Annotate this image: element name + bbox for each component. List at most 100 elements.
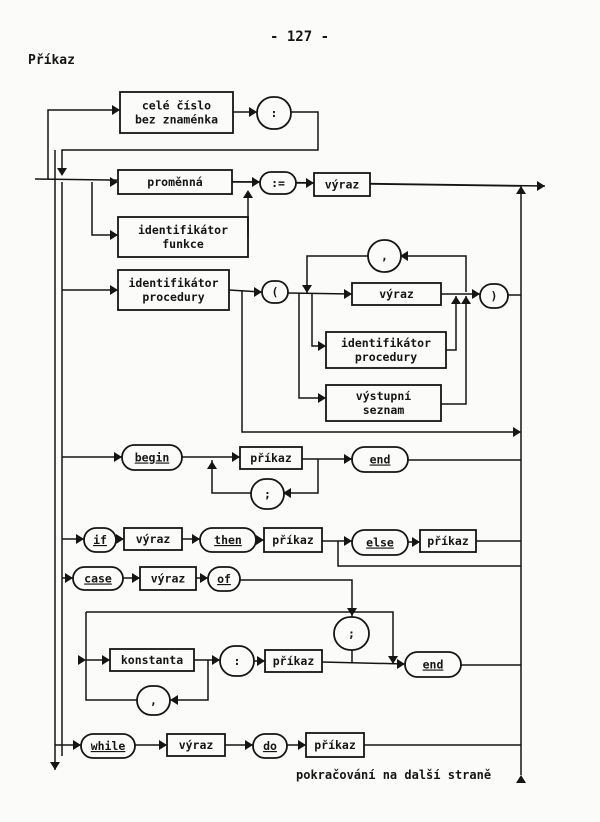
arrow-40 <box>461 296 471 304</box>
begin-end-keyword-node: end <box>351 446 409 473</box>
constant-comma-node-frame <box>136 685 171 716</box>
konstanta-label: konstanta <box>121 653 183 667</box>
connector-37 <box>446 296 457 351</box>
arrow-80 <box>388 656 398 664</box>
connector-69 <box>337 541 521 567</box>
if-label: if <box>93 533 107 547</box>
connector-12 <box>91 182 118 236</box>
arrow-25 <box>254 287 262 297</box>
arrow-101 <box>298 740 306 750</box>
constant-comma-node: , <box>136 685 171 716</box>
prikaz-label: příkaz <box>272 533 314 547</box>
of-keyword-node-frame <box>207 566 241 592</box>
connector-9 <box>61 111 319 174</box>
comma-label: , <box>381 249 388 263</box>
arrow-4 <box>516 775 526 783</box>
if-keyword-node: if <box>83 527 117 553</box>
then-keyword-node: then <box>199 527 257 553</box>
connector-28 <box>287 292 353 295</box>
seznam-label: seznam <box>363 403 405 417</box>
connector-52 <box>283 459 319 494</box>
identifikator-label: identifikátor <box>341 336 431 350</box>
label-colon-node: : <box>256 96 292 130</box>
arrow-18 <box>252 177 260 187</box>
arrow-14 <box>110 177 118 187</box>
arrow-13 <box>110 230 118 240</box>
label-colon-node-frame <box>256 96 292 130</box>
open-paren-node-frame <box>261 280 289 304</box>
if-condition-node: výraz <box>123 527 183 551</box>
vyraz-label: výraz <box>136 532 171 546</box>
begin-semicolon-node-frame <box>250 478 285 510</box>
identifikator-label: identifikátor <box>138 223 228 237</box>
connector-41 <box>400 255 467 292</box>
connector-89 <box>321 661 406 665</box>
else-keyword-node: else <box>351 529 409 556</box>
while-condition-node: výraz <box>166 733 226 757</box>
comma-label: , <box>150 694 157 708</box>
begin-statement-node-frame <box>239 446 303 470</box>
do-keyword-node: do <box>252 733 288 759</box>
connector-54 <box>211 460 251 494</box>
arrow-97 <box>159 740 167 750</box>
connector-21 <box>369 183 522 187</box>
prikaz-label: příkaz <box>273 654 315 668</box>
arrow-73 <box>132 573 140 583</box>
begin-keyword-node: begin <box>121 444 183 471</box>
arrow-2 <box>50 762 60 770</box>
connector-81 <box>85 612 137 701</box>
arrow-95 <box>73 740 81 750</box>
arrow-84 <box>102 655 110 665</box>
case-end-keyword-node: end <box>404 651 462 678</box>
arrow-10 <box>57 168 67 176</box>
begin-statement-node: příkaz <box>239 446 303 470</box>
arrow-23 <box>110 285 118 295</box>
arrow-31 <box>472 289 480 299</box>
arrow-67 <box>412 537 420 547</box>
assign-label: := <box>271 176 285 190</box>
colon-label: : <box>234 654 241 668</box>
arrow-88 <box>257 656 265 666</box>
arrow-86 <box>212 655 220 665</box>
arrow-6 <box>112 105 120 115</box>
paren-close-label: ) <box>491 289 498 303</box>
connector-92 <box>170 660 209 701</box>
do-keyword-node-frame <box>252 733 288 759</box>
arrow-55 <box>207 461 217 469</box>
vystupni-label: výstupní <box>356 389 411 403</box>
arrow-63 <box>256 535 264 545</box>
vyraz-label: výraz <box>325 178 360 192</box>
do-label: do <box>263 739 277 753</box>
colon-label: : <box>271 106 278 120</box>
semicolon-label: ; <box>264 487 271 501</box>
vyraz-label: výraz <box>151 572 186 586</box>
case-statement-node: příkaz <box>264 649 323 673</box>
arrow-59 <box>116 534 124 544</box>
procedury-label: procedury <box>142 290 204 304</box>
while-keyword-node-frame <box>80 733 136 759</box>
begin-label: begin <box>135 451 170 465</box>
else-statement-node: příkaz <box>419 529 477 553</box>
connector-34 <box>311 293 326 347</box>
arrow-16 <box>243 190 253 198</box>
identifikator-label: identifikátor <box>128 276 218 290</box>
arrow-65 <box>344 536 352 546</box>
connector-39 <box>441 296 467 405</box>
assignment-expression-node: výraz <box>313 172 371 197</box>
arrow-36 <box>318 393 326 403</box>
output-list-node-frame <box>325 384 442 422</box>
arrow-61 <box>192 534 200 544</box>
bez-znamenka-label: bez znaménka <box>135 113 218 127</box>
arrow-20 <box>306 178 314 188</box>
arrow-93 <box>170 695 178 705</box>
arrow-48 <box>232 452 240 462</box>
case-statement-node-frame <box>264 649 323 673</box>
case-semicolon-node: ; <box>333 616 370 651</box>
prikaz-label: příkaz <box>427 534 469 548</box>
semicolon-label: ; <box>348 627 355 641</box>
